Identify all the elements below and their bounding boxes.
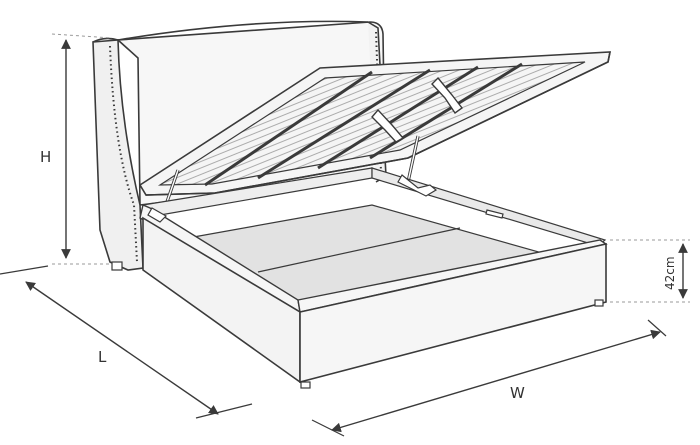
lid-bracket-right [431, 76, 463, 114]
stud-trim-right [375, 31, 382, 173]
lid-crossbar-3 [317, 65, 479, 170]
lid-slats [157, 61, 586, 186]
lift-handle [485, 209, 504, 219]
lid-crossbar-2 [257, 68, 431, 180]
headboard-foot [111, 261, 123, 271]
storage-base [139, 167, 608, 389]
base-hinge-bracket [397, 174, 438, 197]
floor-board-seam [257, 227, 461, 273]
bed-foot-front [300, 381, 311, 389]
width-arrow [331, 329, 661, 433]
dimension-base-height: 42cm [610, 239, 690, 303]
length-arrow [25, 281, 219, 415]
dimension-length: L [0, 265, 253, 419]
headboard-top-edge [92, 20, 369, 43]
dimension-height: H [40, 33, 113, 265]
headboard-left-wing [92, 39, 144, 271]
height-label: H [40, 148, 51, 166]
lid-crossbar-4 [369, 62, 523, 160]
lid-bracket-left [371, 108, 405, 143]
width-label: W [510, 384, 525, 402]
bed-foot-right [594, 299, 604, 307]
length-label: L [98, 348, 107, 366]
lifted-lid [138, 51, 611, 196]
dimension-width: W [311, 319, 667, 437]
base-height-label: 42cm [663, 256, 677, 290]
lid-crossbar-1 [204, 70, 373, 187]
